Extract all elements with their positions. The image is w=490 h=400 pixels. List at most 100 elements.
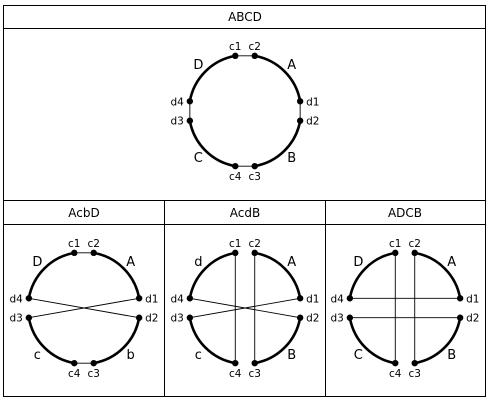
endpoint-c4 bbox=[392, 359, 399, 367]
arc-A bbox=[254, 251, 302, 299]
endpoint-label: c4 bbox=[229, 368, 242, 380]
endpoint-d3 bbox=[25, 314, 33, 321]
endpoint-d4 bbox=[186, 295, 194, 302]
endpoint-d1 bbox=[296, 295, 304, 302]
panel-title: ABCD bbox=[228, 10, 262, 24]
endpoint-label: c3 bbox=[408, 368, 420, 380]
arc-D bbox=[27, 251, 75, 299]
arc-C bbox=[188, 120, 236, 168]
arc-C bbox=[348, 317, 396, 365]
arc-label: d bbox=[194, 255, 202, 270]
arc-label: A bbox=[287, 58, 296, 73]
endpoint-label: d1 bbox=[306, 96, 319, 108]
endpoint-c2 bbox=[251, 52, 258, 60]
endpoint-label: d3 bbox=[9, 313, 22, 325]
arc-label: C bbox=[354, 348, 363, 363]
endpoint-label: c2 bbox=[87, 238, 99, 250]
endpoint-label: c4 bbox=[229, 171, 242, 183]
endpoint-label: c4 bbox=[68, 368, 81, 380]
panel-title: ADCB bbox=[388, 206, 422, 220]
arc-label: A bbox=[287, 255, 296, 270]
arc-b bbox=[93, 317, 141, 365]
endpoint-d2 bbox=[456, 314, 464, 321]
arc-label: B bbox=[287, 151, 296, 166]
endpoint-label: c4 bbox=[389, 368, 402, 380]
arc-B bbox=[254, 317, 302, 365]
endpoint-d1 bbox=[296, 98, 304, 105]
endpoint-label: c3 bbox=[248, 171, 260, 183]
arc-D bbox=[188, 54, 236, 102]
endpoint-c1 bbox=[232, 249, 239, 257]
endpoint-label: d2 bbox=[145, 313, 158, 325]
endpoint-label: c1 bbox=[68, 238, 80, 250]
endpoint-d3 bbox=[346, 314, 354, 321]
arc-B bbox=[254, 120, 302, 168]
endpoint-label: d4 bbox=[9, 293, 23, 305]
arc-label: b bbox=[127, 348, 135, 363]
arc-label: c bbox=[195, 348, 202, 363]
endpoint-d2 bbox=[135, 314, 143, 321]
arc-B bbox=[414, 317, 462, 365]
endpoint-label: c1 bbox=[229, 238, 241, 250]
endpoint-label: d3 bbox=[170, 313, 183, 325]
endpoint-label: c1 bbox=[229, 41, 241, 53]
endpoint-d4 bbox=[346, 295, 354, 302]
endpoint-c4 bbox=[232, 162, 239, 170]
panel-2-diagram-cell bbox=[3, 224, 165, 397]
endpoint-label: c3 bbox=[87, 368, 99, 380]
panel-title: AcbD bbox=[68, 206, 99, 220]
endpoint-label: c1 bbox=[389, 238, 401, 250]
arc-label: D bbox=[353, 255, 363, 270]
arc-A bbox=[414, 251, 462, 299]
endpoint-label: c2 bbox=[248, 41, 260, 53]
endpoint-label: d2 bbox=[306, 313, 319, 325]
endpoint-c1 bbox=[232, 52, 239, 60]
arc-d bbox=[188, 251, 236, 299]
endpoint-c1 bbox=[392, 249, 399, 257]
endpoint-label: d1 bbox=[466, 293, 479, 305]
arc-label: D bbox=[32, 255, 42, 270]
endpoint-label: d2 bbox=[306, 116, 319, 128]
endpoint-c4 bbox=[232, 359, 239, 367]
endpoint-label: d1 bbox=[145, 293, 158, 305]
endpoint-c3 bbox=[251, 162, 258, 170]
arc-A bbox=[254, 54, 302, 102]
arc-c bbox=[188, 317, 236, 365]
endpoint-c2 bbox=[90, 249, 97, 257]
arc-label: A bbox=[126, 255, 135, 270]
endpoint-label: c2 bbox=[248, 238, 260, 250]
endpoint-d4 bbox=[186, 98, 194, 105]
arc-c bbox=[27, 317, 75, 365]
endpoint-d3 bbox=[186, 314, 194, 321]
endpoint-c4 bbox=[71, 359, 78, 367]
endpoint-label: d4 bbox=[330, 293, 344, 305]
endpoint-label: d4 bbox=[170, 96, 184, 108]
endpoint-c3 bbox=[90, 359, 97, 367]
endpoint-c3 bbox=[411, 359, 418, 367]
arc-D bbox=[348, 251, 396, 299]
endpoint-label: d2 bbox=[466, 313, 479, 325]
arc-label: C bbox=[194, 151, 203, 166]
endpoint-d2 bbox=[296, 314, 304, 321]
endpoint-label: d3 bbox=[170, 116, 183, 128]
endpoint-d4 bbox=[25, 295, 33, 302]
panel-4-diagram-cell bbox=[325, 224, 486, 397]
endpoint-c3 bbox=[251, 359, 258, 367]
endpoint-d3 bbox=[186, 117, 194, 124]
endpoint-c2 bbox=[251, 249, 258, 257]
arc-label: A bbox=[447, 255, 456, 270]
diagram-acbd: Ab c Dc1 c2 d1 d2 c3 c4 d3 d4 bbox=[9, 238, 158, 380]
endpoint-d2 bbox=[296, 117, 304, 124]
endpoint-label: d4 bbox=[170, 293, 184, 305]
arc-label: c bbox=[34, 348, 41, 363]
endpoint-label: d3 bbox=[330, 313, 343, 325]
endpoint-label: c2 bbox=[408, 238, 420, 250]
endpoint-d1 bbox=[135, 295, 143, 302]
connection-line-d3-d1 bbox=[28, 297, 140, 319]
arc-A bbox=[93, 251, 141, 299]
endpoint-label: c3 bbox=[248, 368, 260, 380]
